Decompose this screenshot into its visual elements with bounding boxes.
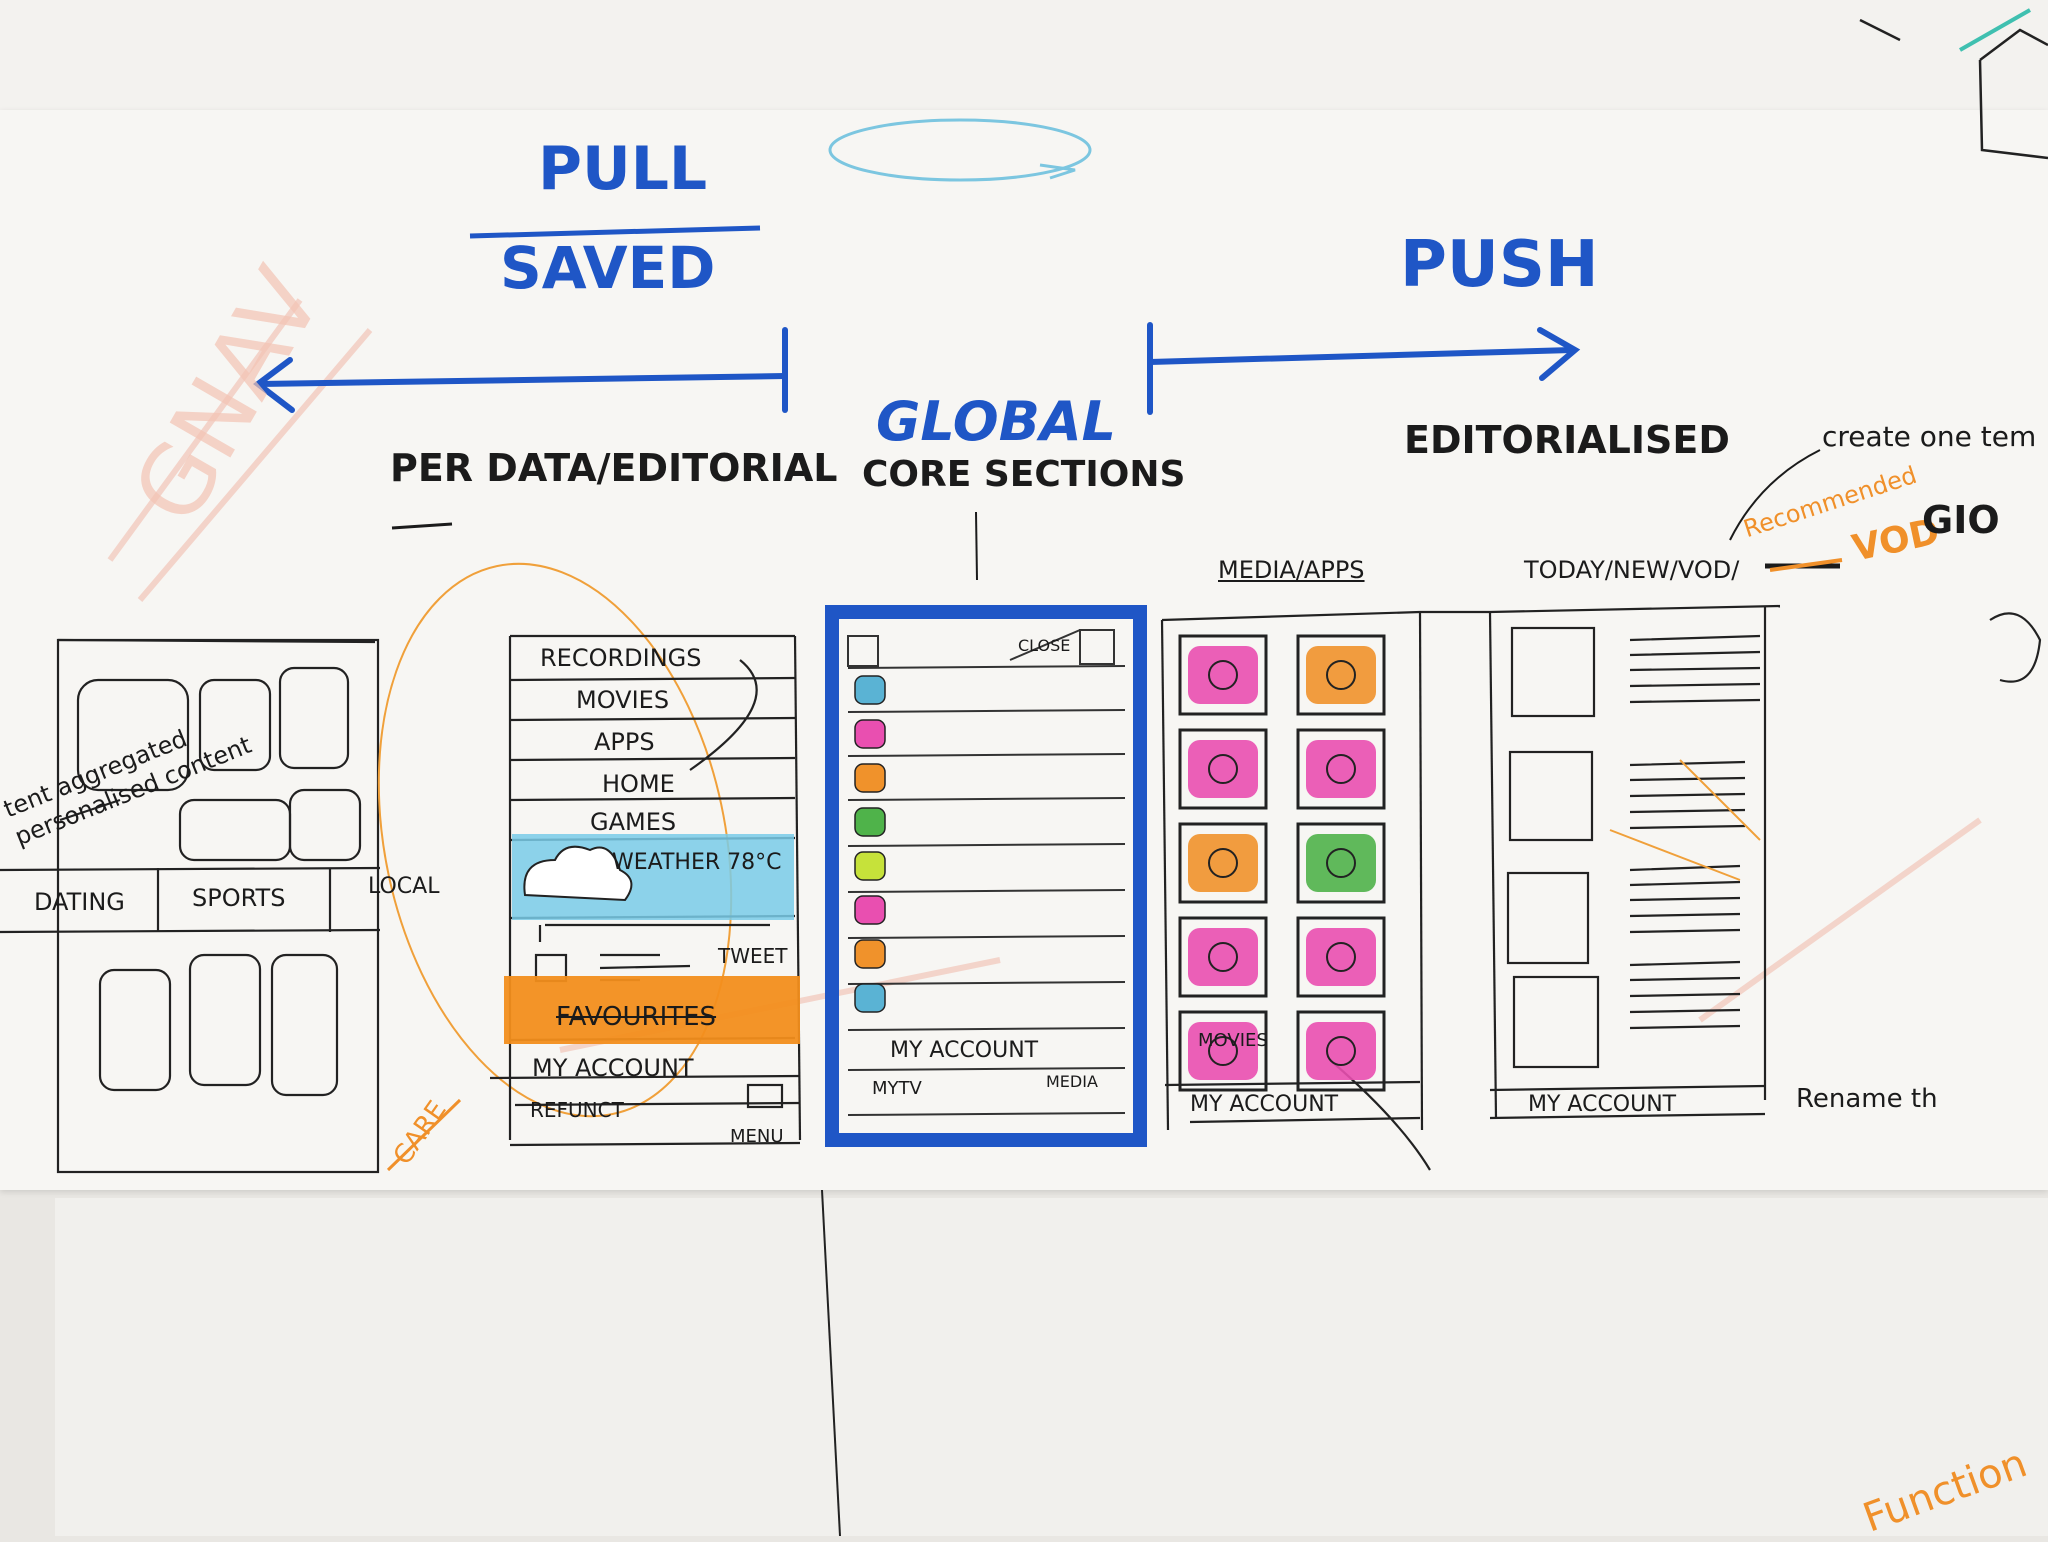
- menu-my-account[interactable]: MY ACCOUNT: [532, 1054, 694, 1082]
- app-tile[interactable]: [1296, 634, 1386, 716]
- global-my-account[interactable]: MY ACCOUNT: [890, 1038, 1039, 1063]
- color-swatch: [854, 719, 886, 749]
- app-tile-icon: [1326, 942, 1356, 972]
- cube-doodle: [1859, 18, 2048, 160]
- color-swatch: [854, 895, 886, 925]
- lower-connector: [821, 1189, 841, 1536]
- app-tile-icon: [1326, 1036, 1356, 1066]
- today-my-account[interactable]: MY ACCOUNT: [1528, 1092, 1677, 1117]
- tab-sports[interactable]: SPORTS: [192, 884, 286, 912]
- per-underline: [391, 522, 453, 530]
- app-tile[interactable]: [1178, 1010, 1268, 1092]
- favourites-label: FAVOURITES: [556, 1002, 717, 1032]
- movies-tile-label: MOVIES: [1198, 1030, 1268, 1051]
- app-tile-icon: [1326, 754, 1356, 784]
- app-tile-fill: [1306, 928, 1376, 986]
- global-lines: [847, 629, 1126, 1116]
- app-tile-icon: [1326, 848, 1356, 878]
- refunct-label: REFUNCT: [530, 1098, 624, 1122]
- menu-item-movies[interactable]: MOVIES: [576, 686, 670, 714]
- app-tile-fill: [1306, 740, 1376, 798]
- menu-label[interactable]: MENU: [730, 1126, 784, 1147]
- app-tile-fill: [1306, 646, 1376, 704]
- global-heading: GLOBAL: [876, 390, 1117, 453]
- paper-sheet-lower: [55, 1198, 2048, 1536]
- app-tile-icon: [1208, 848, 1238, 878]
- left-phone-sketch: [0, 638, 381, 1174]
- app-tile-fill: [1188, 834, 1258, 892]
- app-tile-icon: [1326, 660, 1356, 690]
- editorialised-heading: EDITORIALISED: [1404, 418, 1730, 462]
- color-swatch: [854, 675, 886, 705]
- pull-arrow: [253, 327, 788, 413]
- app-tile-icon: [1208, 754, 1238, 784]
- whiteboard-top: [0, 0, 2048, 120]
- push-heading: PUSH: [1400, 228, 1599, 302]
- menu-item-games[interactable]: GAMES: [590, 808, 677, 836]
- color-swatch: [854, 851, 886, 881]
- app-tile-icon: [1208, 1036, 1238, 1066]
- per-data-editorial-heading: PER DATA/EDITORIAL: [390, 446, 838, 490]
- global-swatches: [854, 675, 886, 1013]
- mytv-label[interactable]: MYTV: [872, 1078, 922, 1099]
- close-label[interactable]: CLOSE: [1018, 636, 1071, 655]
- create-pointer: [1729, 449, 1821, 541]
- tab-local[interactable]: LOCAL: [368, 874, 440, 899]
- menu-item-apps[interactable]: APPS: [594, 728, 655, 756]
- care-underline: [386, 1098, 462, 1172]
- menu-item-recordings[interactable]: RECORDINGS: [540, 644, 702, 672]
- app-tile[interactable]: [1178, 822, 1268, 904]
- app-tile[interactable]: [1296, 822, 1386, 904]
- weather-label: WEATHER 78°C: [612, 850, 782, 875]
- tab-dating[interactable]: DATING: [34, 888, 125, 916]
- app-tile-fill: [1188, 928, 1258, 986]
- weather-cloud: [523, 845, 633, 902]
- gio-note: GIO: [1922, 498, 2000, 542]
- cube-teal-edge: [1959, 8, 2031, 52]
- saved-heading: SAVED: [500, 234, 716, 302]
- app-tile-fill: [1188, 1022, 1258, 1080]
- today-orange-cross: [1609, 759, 1761, 881]
- app-tile-fill: [1306, 834, 1376, 892]
- app-tile[interactable]: [1178, 916, 1268, 998]
- core-connector: [975, 511, 978, 581]
- app-tile[interactable]: [1178, 728, 1268, 810]
- color-swatch: [854, 807, 886, 837]
- care-lasso: [377, 562, 733, 1118]
- core-sections-heading: CORE SECTIONS: [862, 454, 1186, 495]
- pull-underline: [469, 225, 761, 239]
- rename-note: Rename th: [1796, 1084, 1938, 1114]
- app-tile[interactable]: [1178, 634, 1268, 716]
- today-new-vod-label: TODAY/NEW/VOD/: [1524, 556, 1740, 584]
- color-swatch: [854, 983, 886, 1013]
- app-tile-fill: [1188, 646, 1258, 704]
- pull-heading: PULL: [538, 134, 708, 204]
- app-tile[interactable]: [1296, 1010, 1386, 1092]
- media-my-account[interactable]: MY ACCOUNT: [1190, 1092, 1339, 1117]
- global-frame: [825, 605, 1147, 1147]
- favourites-panel: [504, 976, 800, 1044]
- app-tile-icon: [1208, 660, 1238, 690]
- app-tile-icon: [1208, 942, 1238, 972]
- app-tile[interactable]: [1296, 728, 1386, 810]
- media-label[interactable]: MEDIA: [1046, 1072, 1098, 1091]
- gio-orange-strike: [1769, 558, 1843, 572]
- cloud-doodle: [828, 118, 1092, 182]
- today-phone-sketch: [1488, 604, 2042, 1120]
- create-one-note: create one tem: [1822, 420, 2037, 453]
- color-swatch: [854, 763, 886, 793]
- menu-item-home[interactable]: HOME: [602, 770, 675, 798]
- media-tiles: [1178, 634, 1386, 1092]
- push-arrow: [1147, 322, 1581, 415]
- media-apps-label: MEDIA/APPS: [1218, 556, 1365, 584]
- app-tile-fill: [1188, 740, 1258, 798]
- color-swatch: [854, 939, 886, 969]
- app-tile-fill: [1306, 1022, 1376, 1080]
- app-tile[interactable]: [1296, 916, 1386, 998]
- tweet-label: TWEET: [718, 944, 788, 968]
